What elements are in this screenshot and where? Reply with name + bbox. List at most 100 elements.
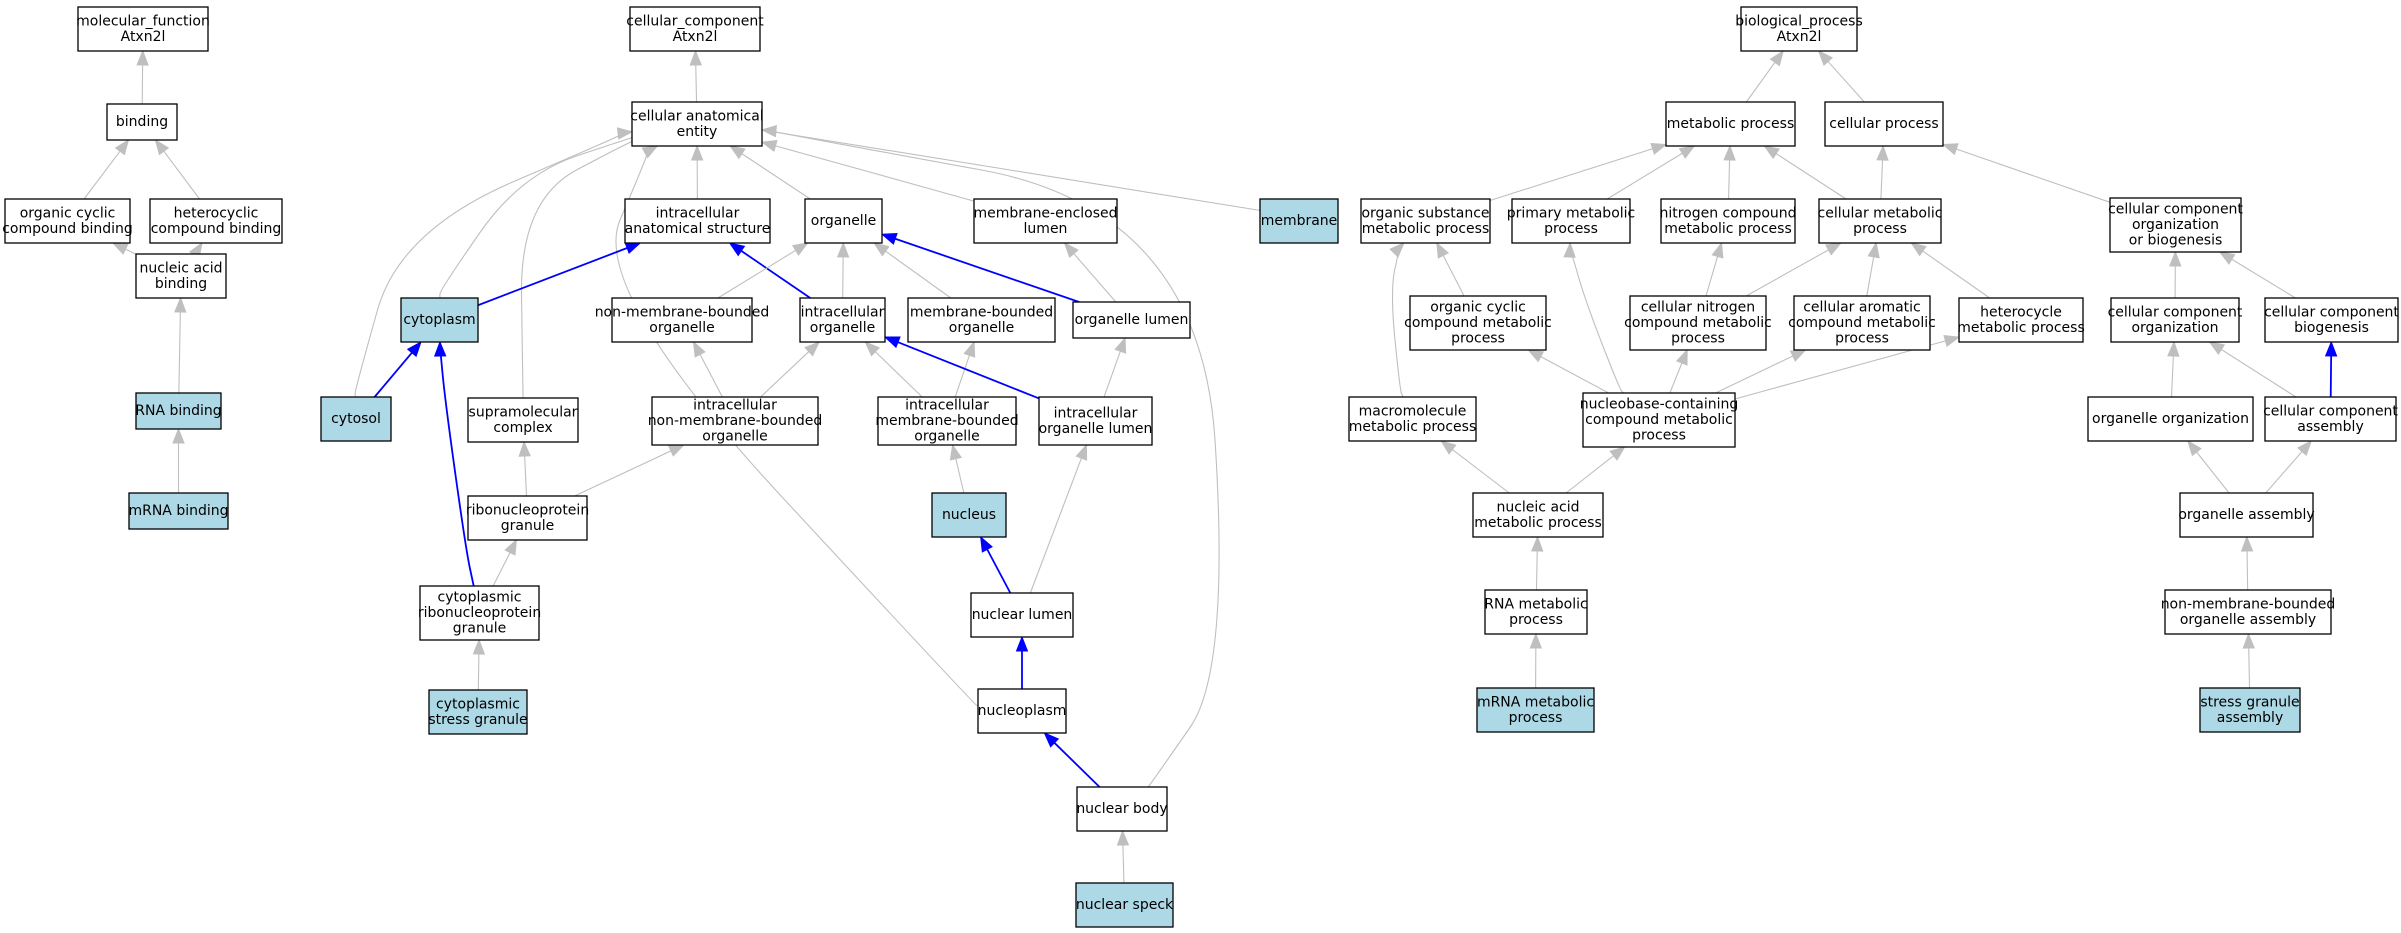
node-membrane[interactable]: membrane bbox=[1259, 198, 1339, 244]
node-box bbox=[135, 253, 227, 299]
edge-rna_bind-to-nucacid_bind bbox=[178, 311, 181, 394]
node-label: heterocycle bbox=[1980, 304, 2062, 320]
node-label: ribonucleoprotein bbox=[466, 502, 589, 518]
arrowhead-icon bbox=[641, 145, 659, 159]
arrowhead-icon bbox=[1389, 242, 1405, 258]
arrowhead-icon bbox=[760, 139, 778, 152]
node-rna-bind[interactable]: RNA binding bbox=[135, 392, 222, 430]
node-box bbox=[1076, 786, 1168, 832]
arrowhead-icon bbox=[804, 341, 821, 357]
node-label: process bbox=[1853, 221, 1907, 237]
edge-nmbo-to-organelle bbox=[717, 249, 796, 299]
edge-mel-to-cae bbox=[775, 145, 975, 202]
node-label: organelle bbox=[811, 213, 876, 229]
node-org-asm[interactable]: organelle assembly bbox=[2178, 492, 2315, 538]
node-label: cellular process bbox=[1829, 116, 1938, 132]
node-binding[interactable]: binding bbox=[106, 103, 178, 141]
node-label: non-membrane-bounded bbox=[595, 304, 770, 320]
edge-cmp-to-metab bbox=[1775, 153, 1847, 200]
arrowhead-icon bbox=[2208, 341, 2226, 356]
node-label: organelle lumen bbox=[1075, 312, 1189, 328]
edge-nucacid_bind-to-org_cyc_bind bbox=[125, 248, 137, 255]
node-box bbox=[1075, 882, 1174, 928]
edge-nuc_lumen-to-iol bbox=[1029, 457, 1082, 594]
node-box bbox=[931, 492, 1007, 538]
node-nucleus[interactable]: nucleus bbox=[931, 492, 1007, 538]
node-box bbox=[467, 397, 579, 443]
node-nuc-speck[interactable]: nuclear speck bbox=[1075, 882, 1174, 928]
node-org-lumen[interactable]: organelle lumen bbox=[1072, 301, 1191, 339]
node-nuc-lumen[interactable]: nuclear lumen bbox=[970, 592, 1074, 638]
node-label: cytosol bbox=[331, 411, 381, 427]
node-metab[interactable]: metabolic process bbox=[1665, 101, 1796, 147]
node-label: granule bbox=[453, 621, 506, 637]
node-label: process bbox=[1544, 221, 1598, 237]
node-org-org[interactable]: organelle organization bbox=[2087, 396, 2254, 442]
node-label: organelle assembly bbox=[2178, 507, 2314, 523]
node-nuc-body[interactable]: nuclear body bbox=[1076, 786, 1168, 832]
node-mrna-bind[interactable]: mRNA binding bbox=[128, 492, 229, 530]
node-box bbox=[877, 396, 1017, 446]
node-label: nucleobase-containing bbox=[1580, 397, 1739, 413]
node-box bbox=[1824, 101, 1944, 147]
node-cytosol[interactable]: cytosol bbox=[320, 396, 392, 442]
node-box bbox=[629, 6, 761, 52]
arrowhead-icon bbox=[1763, 145, 1780, 160]
arrowhead-icon bbox=[114, 138, 130, 156]
node-label: membrane-bounded bbox=[910, 304, 1053, 320]
node-cell-proc[interactable]: cellular process bbox=[1824, 101, 1944, 147]
arrowhead-icon bbox=[504, 538, 518, 556]
node-cytoplasm[interactable]: cytoplasm bbox=[400, 297, 479, 343]
node-box bbox=[128, 492, 229, 530]
node-box bbox=[149, 198, 283, 244]
edge-mbo-to-organelle bbox=[885, 250, 952, 299]
node-organelle[interactable]: organelle bbox=[804, 198, 883, 244]
node-inmbo[interactable]: intracellularnon-membrane-boundedorganel… bbox=[648, 396, 823, 446]
node-box bbox=[320, 396, 392, 442]
arrowhead-icon bbox=[1943, 334, 1961, 347]
node-nucleoplasm[interactable]: nucleoplasm bbox=[977, 688, 1067, 734]
node-box bbox=[2179, 492, 2314, 538]
node-label: organelle bbox=[914, 429, 979, 445]
node-label: assembly bbox=[2297, 419, 2363, 435]
node-box bbox=[2164, 589, 2332, 635]
